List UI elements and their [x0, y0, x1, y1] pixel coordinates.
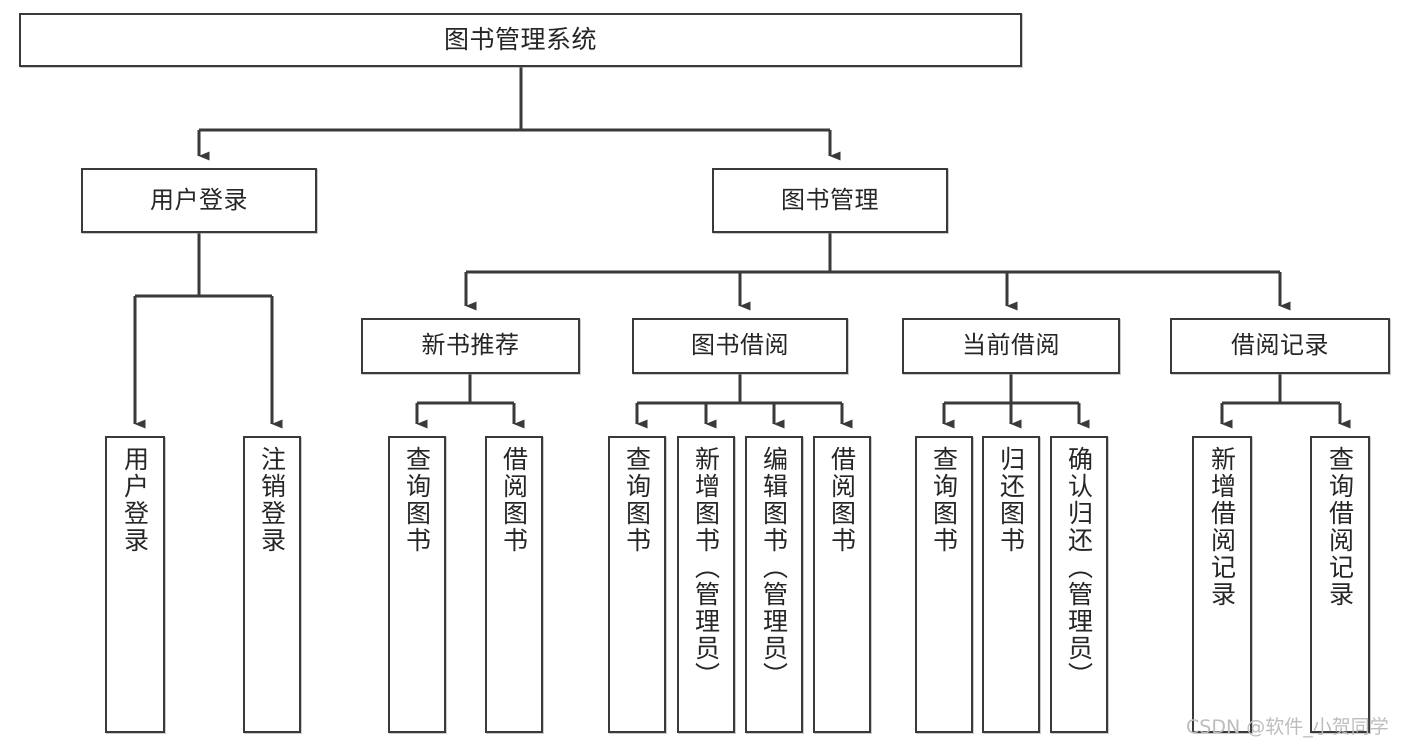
node-label: 图书借阅 [691, 331, 789, 360]
node-leaf-borrow-book-rec[interactable]: 借阅图书 [485, 436, 543, 733]
node-label: 编辑图书（管理员） [759, 446, 789, 689]
node-label: 归还图书 [996, 446, 1026, 554]
node-leaf-return-book[interactable]: 归还图书 [982, 436, 1040, 733]
node-label: 查询图书 [402, 446, 432, 554]
node-leaf-user-login[interactable]: 用户登录 [105, 436, 165, 733]
node-label: 新增图书（管理员） [691, 446, 721, 689]
node-book-borrow[interactable]: 图书借阅 [632, 318, 848, 374]
node-label: 查询图书 [622, 446, 652, 554]
node-leaf-add-borrow-record[interactable]: 新增借阅记录 [1192, 436, 1252, 733]
node-label: 确认归还（管理员） [1064, 446, 1094, 689]
node-leaf-user-logout[interactable]: 注销登录 [243, 436, 301, 733]
node-label: 用户登录 [150, 185, 248, 214]
node-label: 借阅记录 [1231, 331, 1329, 360]
node-current-borrow[interactable]: 当前借阅 [902, 318, 1120, 374]
watermark: CSDN @软件_小贺同学 [1186, 716, 1389, 738]
node-label: 注销登录 [257, 446, 287, 554]
node-label: 图书管理 [781, 185, 879, 214]
node-borrow-record[interactable]: 借阅记录 [1170, 318, 1390, 374]
node-label: 图书管理系统 [443, 24, 597, 54]
node-label: 新书推荐 [421, 331, 520, 360]
node-label: 借阅图书 [499, 446, 529, 554]
node-root-system[interactable]: 图书管理系统 [19, 13, 1022, 67]
node-label: 查询借阅记录 [1325, 446, 1355, 608]
node-book-manage[interactable]: 图书管理 [712, 168, 948, 233]
node-label: 用户登录 [120, 446, 150, 554]
node-user-login[interactable]: 用户登录 [81, 168, 317, 233]
node-label: 借阅图书 [827, 446, 857, 554]
node-leaf-query-book-borrow[interactable]: 查询图书 [608, 436, 666, 733]
node-label: 查询图书 [929, 446, 959, 554]
node-leaf-add-book-admin[interactable]: 新增图书（管理员） [677, 436, 735, 733]
node-label: 当前借阅 [962, 331, 1060, 360]
node-leaf-query-book-current[interactable]: 查询图书 [915, 436, 973, 733]
node-leaf-confirm-return-admin[interactable]: 确认归还（管理员） [1050, 436, 1108, 733]
node-leaf-edit-book-admin[interactable]: 编辑图书（管理员） [745, 436, 803, 733]
node-leaf-query-borrow-record[interactable]: 查询借阅记录 [1310, 436, 1370, 733]
node-leaf-borrow-book[interactable]: 借阅图书 [813, 436, 871, 733]
node-leaf-query-book-rec[interactable]: 查询图书 [388, 436, 446, 733]
node-label: 新增借阅记录 [1207, 446, 1237, 608]
node-new-book-recommend[interactable]: 新书推荐 [361, 318, 580, 374]
